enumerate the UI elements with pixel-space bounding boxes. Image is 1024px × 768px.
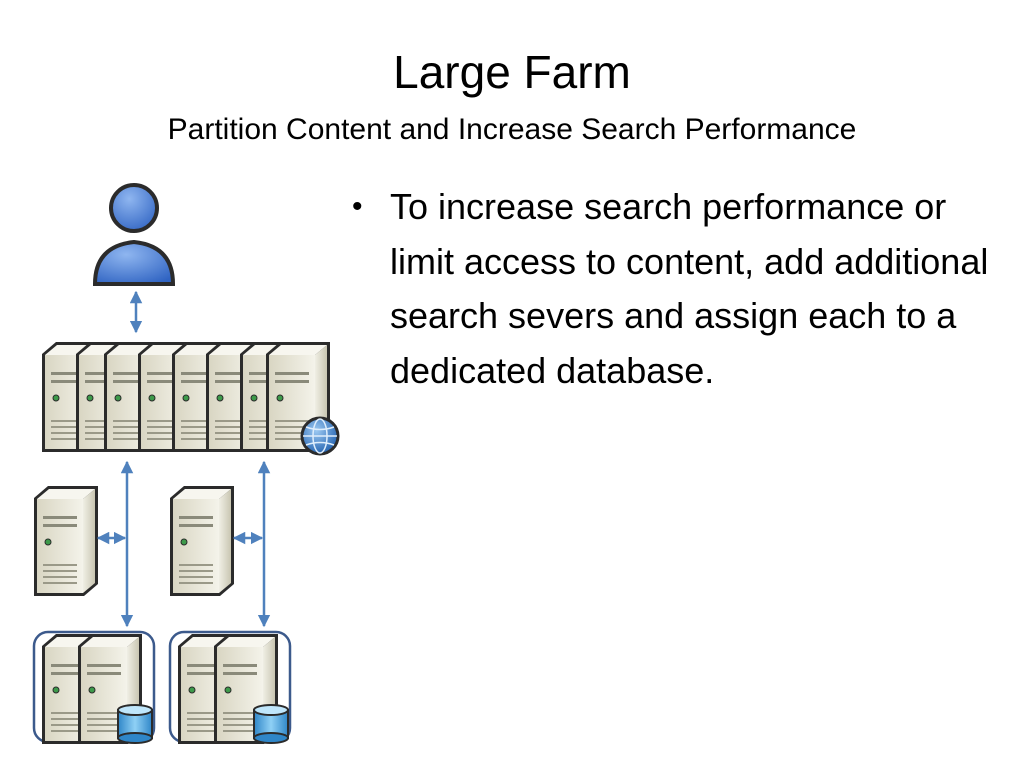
search-server-right [169, 485, 235, 597]
slide-title: Large Farm [393, 46, 631, 98]
database-group-right [168, 630, 292, 745]
slide-subtitle: Partition Content and Increase Search Pe… [167, 113, 857, 146]
web-server-stack [41, 341, 331, 453]
user-icon [92, 183, 176, 286]
database-group-left [32, 630, 156, 745]
bullet-list: • To increase search performance or limit… [352, 180, 992, 398]
bullet-item: • To increase search performance or limit… [352, 180, 992, 398]
database-icon [253, 704, 289, 744]
search-server-left [33, 485, 99, 597]
bullet-dot-icon: • [352, 190, 363, 223]
farm-topology-diagram [32, 183, 340, 745]
globe-icon [300, 416, 340, 456]
bullet-text: To increase search performance or limit … [390, 186, 989, 391]
database-icon [117, 704, 153, 744]
